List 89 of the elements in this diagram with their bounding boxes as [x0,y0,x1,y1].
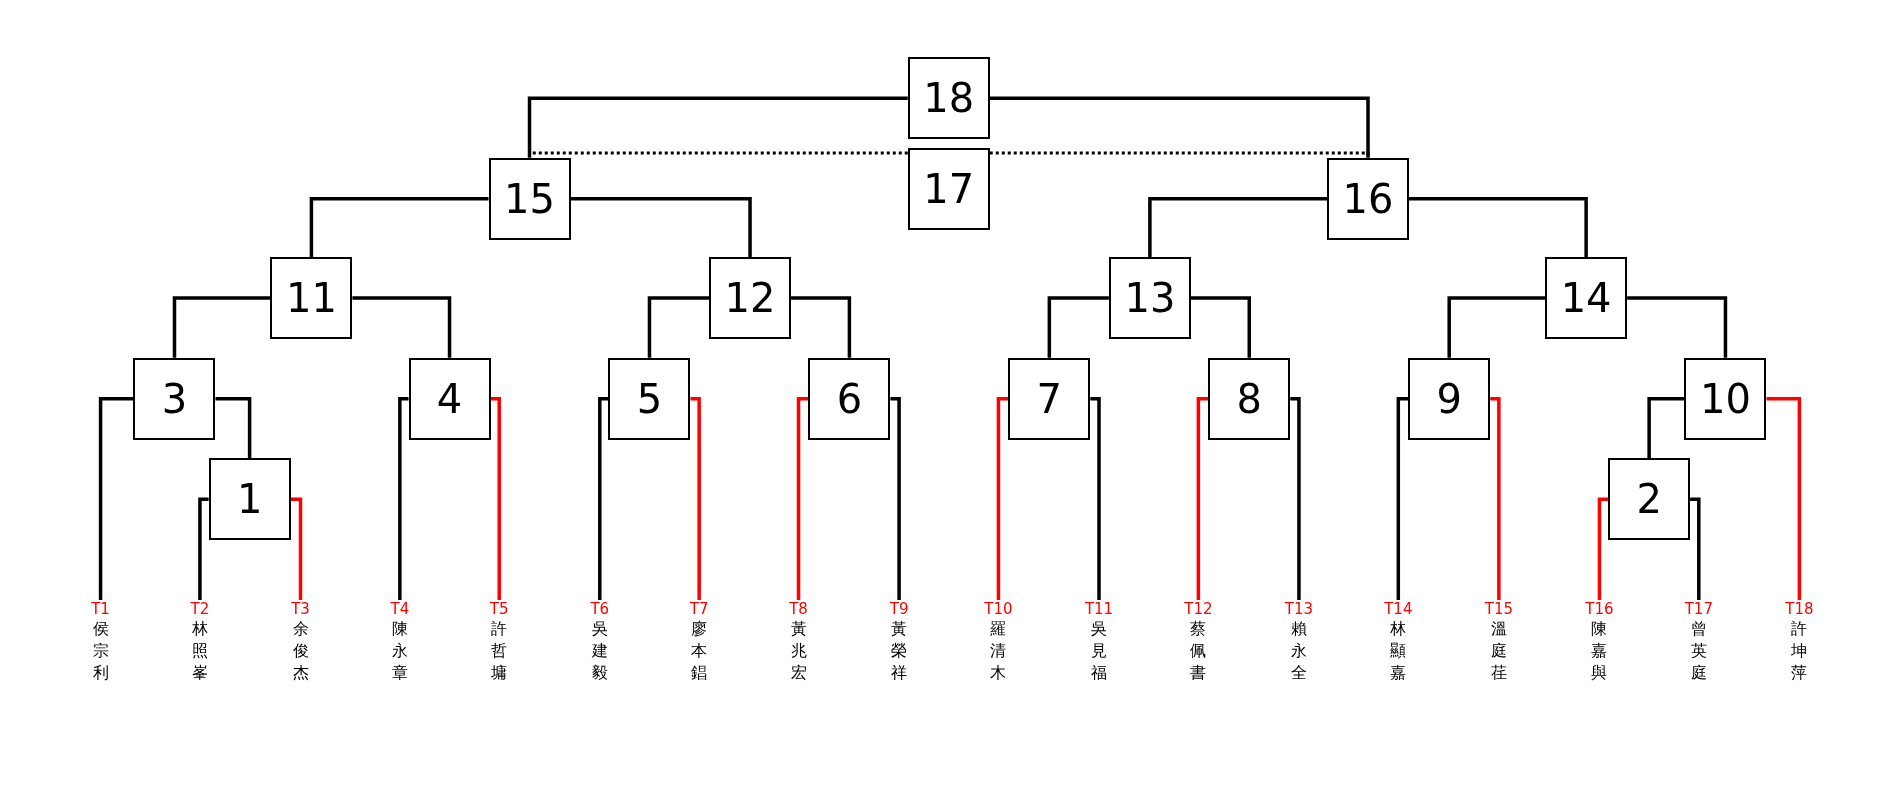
match-box: 14 [1545,257,1628,340]
seed-label: T7 [689,600,709,618]
player-name: 許哲墉 [491,618,508,684]
seed-label: T17 [1684,600,1713,618]
seed-label: T1 [91,600,110,618]
match-box: 9 [1408,357,1491,440]
bracket-line [1690,497,1701,600]
bracket-line [1647,396,1685,459]
match-box: 1 [208,458,291,541]
player-name: 廖本錩 [691,618,708,684]
player-name: 吳見福 [1091,618,1107,684]
bracket-line [1148,196,1327,258]
match-box: 7 [1008,357,1091,440]
player-name: 蔡佩書 [1190,618,1207,684]
bracket-line [398,396,409,600]
bracket-line [796,396,809,600]
bracket-line [570,196,752,258]
match-box: 2 [1608,458,1691,541]
match-box: 4 [408,357,491,440]
seed-label: T16 [1585,600,1614,618]
player-name: 賴永全 [1290,618,1307,684]
match-box: 17 [907,148,990,230]
bracket-line [215,396,252,459]
match-box: 13 [1108,257,1191,340]
bracket-line [1409,196,1588,258]
seed-label: T14 [1384,600,1413,618]
bracket-line [791,296,852,358]
match-box: 6 [808,357,891,440]
bracket-line [352,296,452,358]
match-box: 3 [133,357,216,440]
bracket-line [1396,396,1409,600]
seed-label: T9 [889,600,909,618]
bracket-line [598,396,609,600]
match-box: 10 [1684,357,1767,440]
player-name: 侯宗利 [92,618,109,684]
bracket-line [290,497,303,600]
bracket-line [309,196,489,258]
player-name: 余俊杰 [292,618,309,684]
player-name: 羅清木 [990,618,1007,684]
seed-label: T10 [984,600,1013,618]
bracket-line [996,396,1009,600]
seed-label: T18 [1785,600,1814,618]
seed-label: T3 [291,600,310,618]
player-name: 曾英庭 [1690,618,1707,684]
seed-label: T13 [1284,600,1314,618]
player-name: 溫庭荏 [1490,618,1507,684]
bracket-line [1090,396,1101,600]
match-box: 16 [1327,157,1409,240]
bracket-line [98,396,134,600]
bracket-line [1766,396,1802,600]
seed-label: T4 [390,600,410,618]
bracket-line [647,296,710,358]
player-name: 吳建毅 [591,618,608,684]
match-box: 8 [1208,357,1291,440]
seed-label: T15 [1484,600,1513,618]
bracket-line [1190,296,1251,358]
player-name: 林照峯 [191,618,208,684]
match-box: 12 [709,257,792,340]
dotted-bracket-line [989,151,1370,158]
player-name: 黃榮祥 [891,618,908,684]
player-name: 許坤萍 [1791,618,1808,684]
bracket-line [1490,396,1501,600]
bracket-line [1597,497,1609,600]
seed-label: T12 [1184,600,1213,618]
bracket-line [172,296,271,358]
bracket-line [1627,296,1728,358]
bracket-line [527,96,908,158]
match-box: 18 [907,57,990,140]
player-name: 陳嘉與 [1591,618,1608,684]
bracket-line [989,96,1370,158]
match-box: 5 [608,357,691,440]
bracket-line [1047,296,1109,358]
bracket-line [890,396,901,600]
player-name: 黃兆宏 [790,618,807,684]
bracket-line [1447,296,1546,358]
bracket-line [490,396,501,600]
match-box: 15 [488,157,571,240]
seed-label: T2 [190,600,210,618]
match-box: 11 [270,257,353,340]
bracket-line [198,497,209,600]
player-name: 陳永章 [391,618,408,684]
bracket-line [1290,396,1301,600]
seed-label: T8 [789,600,808,618]
seed-label: T5 [489,600,509,618]
player-name: 林顯嘉 [1390,618,1407,684]
bracket-line [1196,396,1209,600]
seed-label: T11 [1084,600,1114,618]
seed-label: T6 [590,600,610,618]
bracket-line [690,396,701,600]
